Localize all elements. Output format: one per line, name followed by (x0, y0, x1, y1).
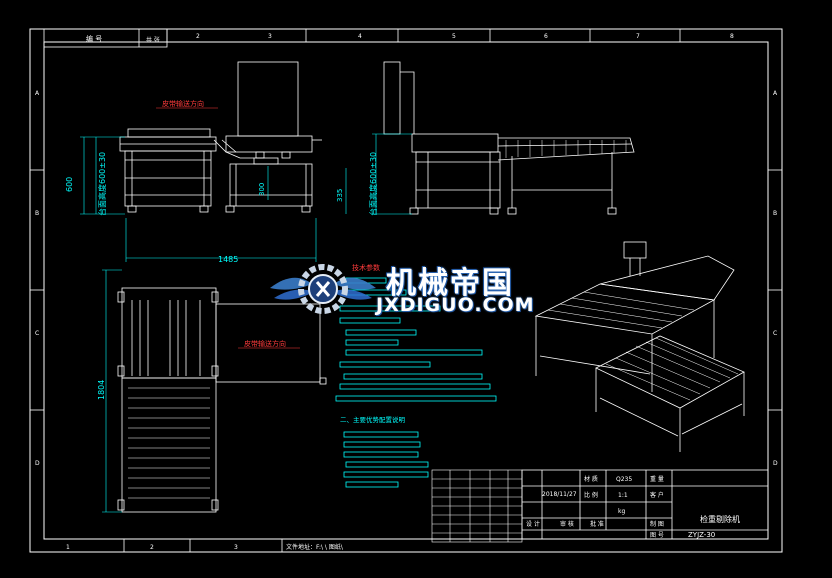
top-left-box-small: 共 张 (146, 36, 160, 44)
col-number: 6 (544, 33, 548, 40)
drawing-name: 检重剔除机 (700, 514, 740, 524)
inner-frame (43, 41, 769, 540)
dim-table-height-right: 台面高度600±30 (368, 152, 378, 216)
watermark-subtitle: JXDIGUO.COM (376, 294, 535, 316)
col-number: 3 (234, 544, 238, 551)
row-letter: D (35, 460, 40, 467)
dim-length: 1804 (97, 380, 106, 400)
watermark-logo-icon (270, 264, 376, 314)
side-view-rollers (505, 140, 627, 158)
col-number: 4 (358, 33, 362, 40)
side-view (383, 61, 635, 215)
col-number: 1 (66, 544, 70, 551)
tech-params-heading: 技术参数 (352, 263, 380, 272)
outer-frame (29, 28, 783, 553)
drawing-code: ZYJZ-30 (688, 531, 715, 539)
row-letter: C (35, 330, 39, 337)
material-value: Q235 (616, 476, 632, 483)
plan-view-dimensions (102, 269, 122, 513)
dim-height-total: 600 (65, 177, 74, 192)
material-label: 材 质 (584, 475, 598, 483)
conveyor-direction-top: 皮带输送方向 (162, 99, 204, 108)
conveyor-direction-plan: 皮带输送方向 (244, 339, 286, 348)
draw-label: 制 图 (650, 520, 664, 528)
frame-column-numbers: 2 3 4 5 6 7 8 1 2 3 (66, 33, 734, 551)
col-number: 2 (150, 544, 154, 551)
plan-view (117, 287, 327, 513)
row-letter: A (773, 90, 778, 97)
side-view-dimensions (372, 133, 412, 215)
front-view-dimensions (80, 136, 347, 262)
watermark-title: 机械帝国 (386, 266, 514, 301)
watermark: 机械帝国 JXDIGUO.COM (268, 254, 568, 324)
parts-list-table (431, 469, 523, 543)
scale-label: 比 例 (584, 491, 598, 499)
scale-value: 1:1 (618, 492, 628, 499)
row-letter: B (773, 210, 777, 217)
col-number: 7 (636, 33, 640, 40)
col-number: 8 (730, 33, 734, 40)
title-block-text: 材 质 Q235 重 量 2018/11/27 比 例 1:1 客 户 kg 设… (526, 475, 740, 539)
customer-label: 客 户 (650, 491, 664, 499)
design-label: 设 计 (526, 520, 540, 528)
frame-row-letters: A B C D A B C D (35, 90, 778, 467)
check-label: 审 核 (560, 520, 574, 528)
col-number: 2 (196, 33, 200, 40)
isometric-rollers (547, 291, 739, 401)
isometric-view (534, 241, 745, 452)
unit-value: kg (618, 508, 625, 515)
row-letter: A (35, 90, 40, 97)
zone-ticks (30, 29, 782, 552)
row-letter: B (35, 210, 39, 217)
dim-300: 300 (258, 183, 266, 196)
approve-label: 批 准 (590, 520, 604, 528)
main-parts-heading: 二、主要优势配置说明 (340, 415, 406, 424)
main-parts-text-block (343, 431, 429, 488)
row-letter: C (773, 330, 777, 337)
row-letter: D (773, 460, 778, 467)
top-left-box (43, 28, 168, 48)
dim-width: 1485 (218, 255, 238, 264)
dim-335: 335 (336, 189, 344, 202)
title-block (521, 469, 769, 540)
col-number: 5 (452, 33, 456, 40)
date-value: 2018/11/27 (542, 491, 577, 498)
front-view (119, 61, 322, 213)
weight-label: 重 量 (650, 475, 664, 483)
file-path: 文件地址：F:\ \ 图纸\ (286, 543, 344, 551)
top-left-box-text: 编 号 (86, 34, 102, 43)
col-number: 3 (268, 33, 272, 40)
drawing-no-label: 图 号 (650, 532, 664, 539)
dim-table-height-left: 台面高度600±30 (97, 152, 107, 216)
plan-view-rollers (128, 387, 210, 499)
